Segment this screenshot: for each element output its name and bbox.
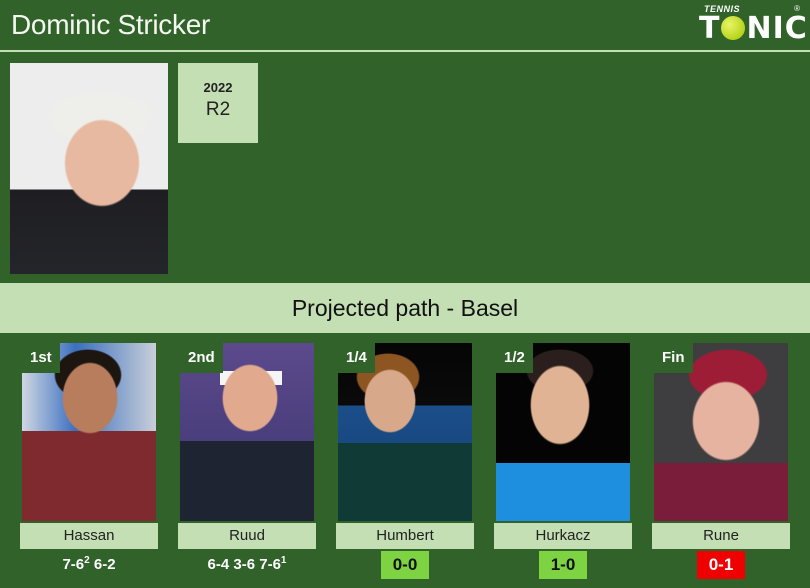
head-to-head: 0-1 [652, 550, 790, 581]
head-to-head: 1-0 [494, 550, 632, 581]
opponent-name[interactable]: Hassan [20, 523, 158, 549]
year-round-box: 2022 R2 [178, 63, 258, 143]
round-tag: Fin [654, 343, 693, 373]
h2h-badge: 0-0 [381, 551, 429, 579]
opponent-name[interactable]: Ruud [178, 523, 316, 549]
h2h-badge: 1-0 [539, 551, 587, 579]
logo-tennis-text: TENNIS [704, 4, 741, 14]
header: Dominic Stricker TENNIS T NIC ® [0, 0, 810, 50]
opponent-name[interactable]: Humbert [336, 523, 474, 549]
opponent-name[interactable]: Rune [652, 523, 790, 549]
logo-letter-t: T [699, 11, 721, 46]
tiebreak-score: 2 [84, 555, 90, 566]
logo-letters-nic: NIC [746, 11, 808, 46]
opponent-name[interactable]: Hurkacz [494, 523, 632, 549]
match-score: 7-62 6-2 [20, 550, 158, 580]
header-divider [0, 50, 810, 52]
player-photo [10, 63, 168, 274]
tennis-ball-icon [721, 16, 746, 40]
h2h-badge: 0-1 [697, 551, 745, 579]
page-title: Dominic Stricker [11, 9, 211, 40]
score-text: 7-6 [62, 556, 85, 573]
round-tag: 1/2 [496, 343, 533, 373]
match-score: 6-4 3-6 7-61 [178, 550, 316, 580]
logo-tonic-text: T NIC [699, 11, 808, 46]
registered-mark: ® [794, 4, 800, 13]
head-to-head: 0-0 [336, 550, 474, 581]
tennis-tonic-logo[interactable]: TENNIS T NIC ® [698, 4, 808, 46]
tiebreak-score: 1 [280, 555, 287, 566]
round-tag: 1/4 [338, 343, 375, 373]
round-tag: 1st [22, 343, 60, 373]
score-text: 6-4 3-6 7-6 [207, 556, 281, 573]
year-label: 2022 [203, 80, 233, 95]
round-tag: 2nd [180, 343, 223, 373]
projected-path-banner: Projected path - Basel [0, 283, 810, 333]
score-text: 6-2 [89, 556, 116, 573]
round-label: R2 [205, 99, 231, 120]
opponent-photo [654, 343, 788, 521]
